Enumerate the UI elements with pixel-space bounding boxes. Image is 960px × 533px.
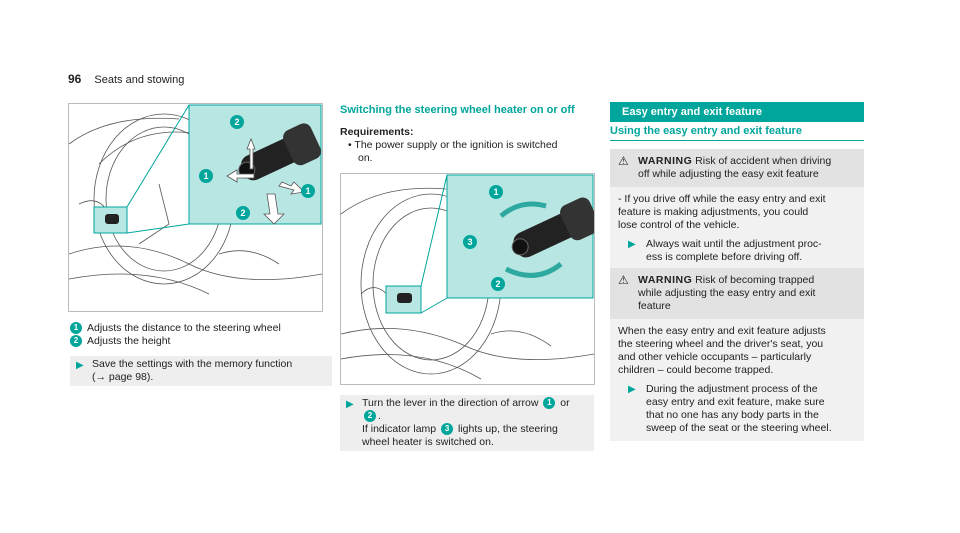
- save-step: ▶ Save the settings with the memory func…: [70, 356, 332, 386]
- play-arrow-icon: ▶: [346, 399, 354, 410]
- fig2-badge-3: 3: [467, 237, 472, 247]
- heater-step: ▶ Turn the lever in the direction of arr…: [340, 395, 594, 451]
- figure-heater-lever: 1 3 2: [340, 173, 595, 385]
- legend-badge: 1: [70, 322, 82, 334]
- inline-badge-3: 3: [441, 423, 454, 435]
- bullet: •: [348, 139, 355, 151]
- figure-steering-adjust: 2 1 1 2: [68, 103, 323, 312]
- requirements: Requirements: • The power supply or the …: [340, 126, 558, 164]
- heater-section-title: Switching the steering wheel heater on o…: [340, 104, 575, 116]
- inline-badge-1: 1: [543, 397, 556, 409]
- page-ref-link[interactable]: (→ page 98).: [92, 371, 154, 383]
- easy-entry-subhead: Using the easy entry and exit feature: [610, 125, 864, 141]
- warning-triangle-icon: ⚠: [618, 154, 629, 168]
- warning-box-trapped: ⚠ WARNING Risk of becoming trapped while…: [610, 268, 864, 441]
- fig1-badge-2b: 2: [240, 208, 245, 218]
- play-arrow-icon: ▶: [76, 360, 84, 371]
- inline-badge-2: 2: [364, 410, 376, 422]
- steering-adjust-illustration: 2 1 1 2: [69, 104, 322, 295]
- warning-triangle-icon: ⚠: [618, 273, 629, 287]
- fig2-badge-2: 2: [495, 279, 500, 289]
- easy-entry-section-bar: Easy entry and exit feature: [610, 102, 864, 122]
- page-header: 96 Seats and stowing: [68, 72, 184, 86]
- fig1-badge-1b: 1: [305, 186, 310, 196]
- play-arrow-icon: ▶: [628, 384, 636, 395]
- legend-badge: 2: [70, 335, 82, 347]
- play-arrow-icon: ▶: [628, 239, 636, 250]
- fig1-badge-2a: 2: [234, 117, 239, 127]
- warning-box-accident: ⚠ WARNING Risk of accident when driving …: [610, 149, 864, 270]
- page-number: 96: [68, 72, 82, 86]
- section-name: Seats and stowing: [94, 74, 185, 86]
- fig1-badge-1a: 1: [203, 171, 208, 181]
- heater-lever-illustration: 1 3 2: [341, 174, 594, 380]
- fig2-badge-1: 1: [493, 187, 498, 197]
